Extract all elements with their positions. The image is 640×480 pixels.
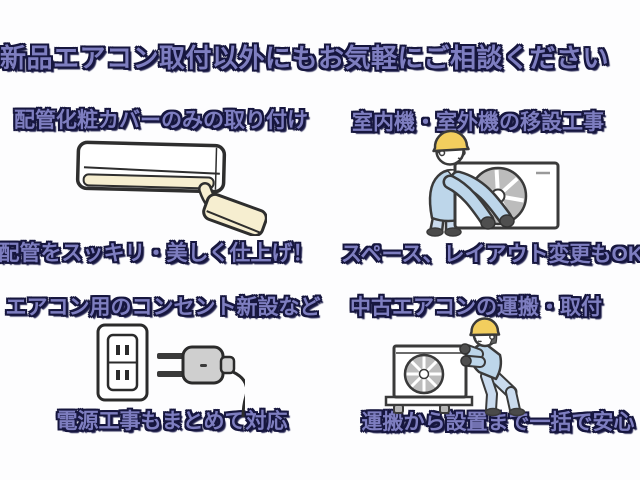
section-caption-pipe-cover: 配管をスッキリ・美しく仕上げ！ xyxy=(0,242,314,265)
section-caption-relocation: スペース、レイアウト変更もOK xyxy=(341,243,640,266)
worker-carrying-outdoor-unit-icon xyxy=(426,129,560,237)
flyer-title: 新品エアコン取付以外にもお気軽にご相談ください xyxy=(0,43,609,73)
section-heading-used-ac: 中古エアコンの運搬・取付 xyxy=(350,296,602,319)
indoor-ac-unit-with-pipe-cover-icon xyxy=(75,140,267,236)
section-heading-pipe-cover: 配管化粧カバーのみの取り付け xyxy=(14,109,308,132)
section-heading-relocation: 室内機・室外機の移設工事 xyxy=(352,111,604,134)
worker-moving-outdoor-unit-on-cart-icon xyxy=(384,317,526,417)
section-heading-outlet: エアコン用のコンセント新設など xyxy=(5,296,321,319)
section-caption-outlet: 電源工事もまとめて対応 xyxy=(56,410,288,433)
section-caption-used-ac: 運搬から設置まで一括で安心 xyxy=(361,411,635,434)
power-outlet-and-plug-icon xyxy=(96,323,245,417)
